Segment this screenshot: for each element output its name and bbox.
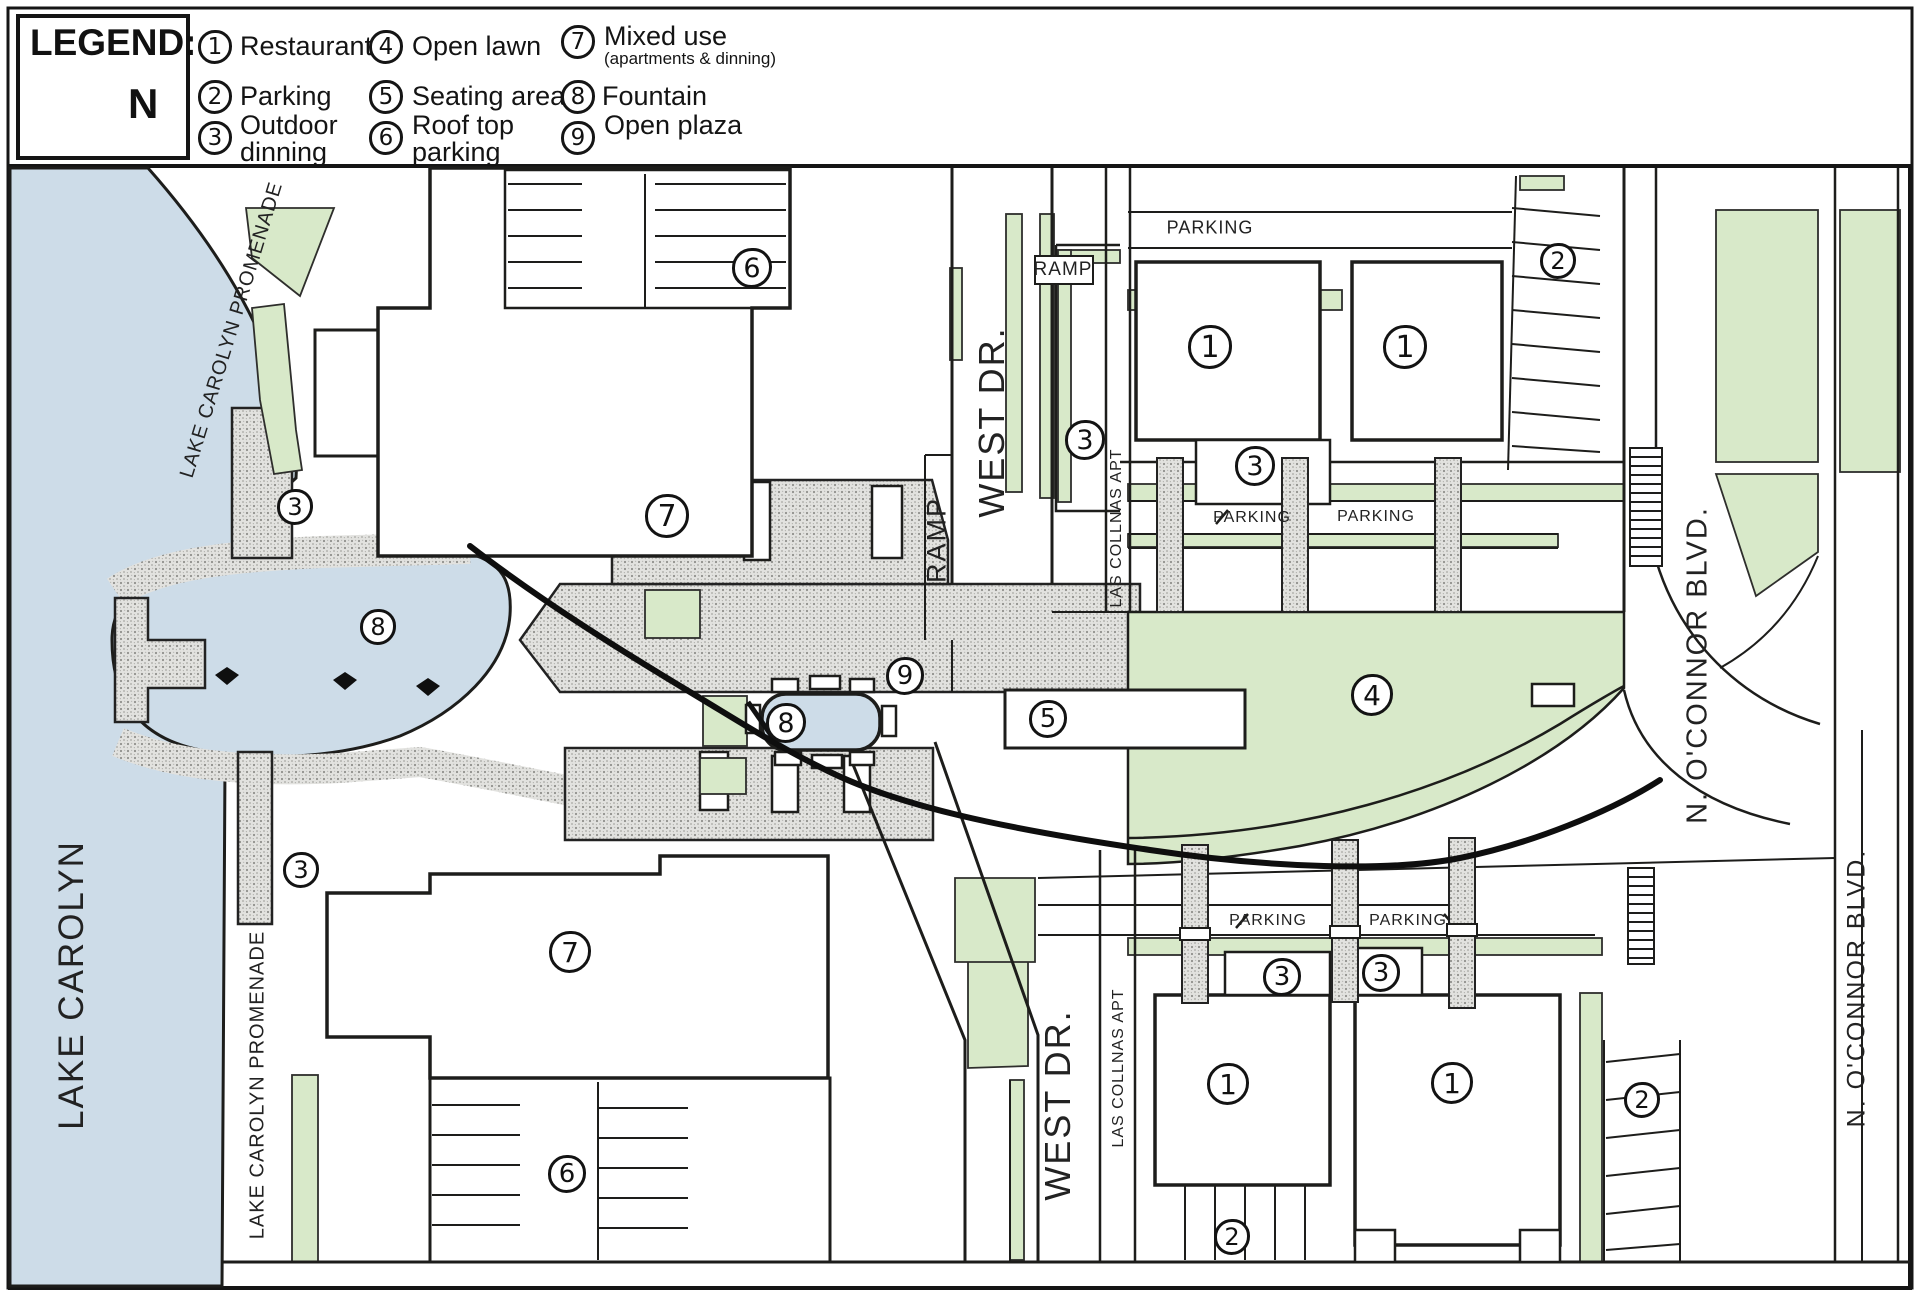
legend-num-9: 9 (561, 121, 595, 155)
street-label-parking-mid-east: PARKING (1337, 508, 1415, 525)
legend-num-8: 8 (561, 80, 595, 114)
street-label-parking-low-east: PARKING (1369, 912, 1447, 929)
street-label-n-oconnor-blvd-inner: N. O'CONNOR BLVD. (1681, 506, 1714, 824)
street-lines (222, 168, 1910, 1264)
street-label-n-oconnor-blvd-outer: N. O'CONNOR BLVD. (1842, 848, 1871, 1128)
legend-label-8: Fountain (602, 81, 708, 111)
map-marker-3: 3 (283, 852, 319, 888)
legend-label-7: Mixed use(apartments & dinning) (604, 21, 776, 68)
north-label: N (128, 80, 159, 127)
legend-label-1: Restaurant (240, 31, 373, 61)
boardwalk-path (467, 543, 1663, 870)
map-marker-4: 4 (1351, 674, 1393, 716)
street-label-parking-mid-west: PARKING (1213, 509, 1291, 526)
street-label-las-colinas-apt-south: LAS COLLNAS APT (1110, 988, 1127, 1148)
legend-label-9: Open plaza (604, 110, 743, 140)
map-marker-5: 5 (1029, 700, 1067, 738)
street-label-parking-top: PARKING (1166, 217, 1254, 238)
legend-num-3: 3 (198, 121, 232, 155)
legend-label-2: Parking (240, 81, 332, 111)
street-label-lake-carolyn-promenade-south: LAKE CAROLYN PROMENADE (246, 930, 269, 1240)
legend-num-2: 2 (198, 80, 232, 114)
street-label-las-colinas-apt-north: LAS COLLNAS APT (1108, 448, 1125, 608)
street-label-ramp-horizontal: RAMP (1033, 259, 1093, 280)
hammer-pier (113, 596, 207, 724)
buildings (313, 166, 1681, 1264)
map-marker-3: 3 (1065, 420, 1105, 460)
map-marker-3: 3 (1362, 954, 1400, 992)
map-marker-7: 7 (549, 931, 591, 973)
legend-num-4: 4 (369, 30, 403, 64)
map-marker-3: 3 (277, 489, 313, 525)
map-marker-3: 3 (1263, 958, 1301, 996)
map-marker-1: 1 (1207, 1063, 1249, 1105)
legend-label-4: Open lawn (412, 31, 542, 61)
map-marker-7: 7 (645, 494, 689, 538)
street-label-west-dr-north: WEST DR. (971, 326, 1012, 518)
street-label-lake-carolyn: LAKE CAROLYN (52, 840, 91, 1130)
map-marker-2: 2 (1214, 1219, 1250, 1255)
street-label-west-dr-south: WEST DR. (1037, 1009, 1078, 1201)
lake-carolyn-water (8, 166, 512, 1288)
map-marker-1: 1 (1188, 325, 1232, 369)
legend-label-5: Seating area (412, 81, 566, 111)
map-marker-1: 1 (1383, 325, 1427, 369)
map-marker-6: 6 (548, 1155, 586, 1193)
map-marker-9: 9 (886, 657, 924, 695)
legend-num-7: 7 (561, 25, 595, 59)
lake-fountain-jets (215, 667, 440, 696)
map-marker-6: 6 (732, 248, 772, 288)
street-label-parking-low-west: PARKING (1229, 912, 1307, 929)
street-label-ramp-vertical: RAMP (921, 496, 952, 584)
legend-num-5: 5 (369, 80, 403, 114)
green-areas (244, 175, 1901, 1263)
legend-box (16, 14, 190, 160)
map-marker-2: 2 (1624, 1082, 1660, 1118)
map-marker-8: 8 (360, 609, 396, 645)
legend-num-1: 1 (198, 30, 232, 64)
map-marker-2: 2 (1540, 243, 1576, 279)
map-marker-8: 8 (766, 703, 806, 743)
open-lawn (1126, 610, 1626, 866)
map-marker-1: 1 (1431, 1062, 1473, 1104)
map-marker-3: 3 (1235, 446, 1275, 486)
legend-num-6: 6 (369, 121, 403, 155)
legend-title: LEGEND: (30, 22, 197, 63)
crosswalks (1156, 447, 1663, 1009)
